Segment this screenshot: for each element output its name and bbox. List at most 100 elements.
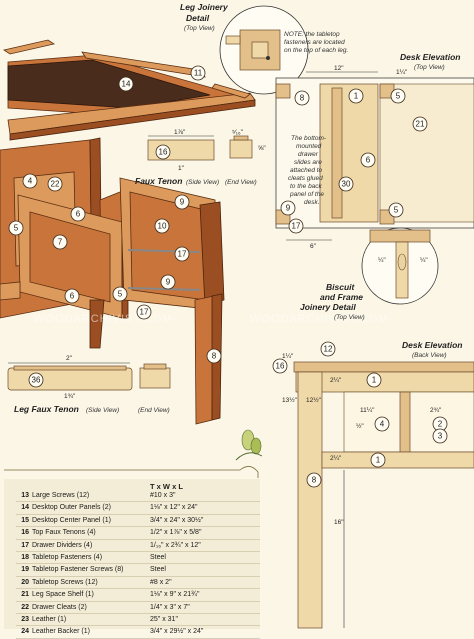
dim-back-2-14b: 2¼" [330, 455, 342, 462]
faux-tenon-end [229, 139, 253, 159]
callout-6a: 6 [70, 206, 86, 222]
leg-joinery-note-2: fasteners are located [284, 39, 345, 46]
desktop-front-edge [9, 99, 256, 141]
callout-21: 21 [412, 116, 428, 132]
svg-text:4: 4 [28, 177, 33, 186]
callout-11: 11 [190, 65, 206, 81]
callout-9a: 9 [174, 194, 190, 210]
leg-faux-tenon-end [139, 367, 171, 389]
leg-mortise [251, 41, 269, 59]
parts-list-panel [4, 479, 260, 629]
drawer-note-8: panel of the [289, 191, 324, 198]
back-divider [399, 391, 411, 453]
biscuit-view: (Top View) [334, 314, 365, 321]
watermark-right: WOODARCHIVIST.COM [250, 313, 389, 325]
shelf-21-top [379, 83, 474, 223]
svg-text:5: 5 [14, 224, 19, 233]
svg-text:30: 30 [342, 180, 351, 189]
leg-joinery-title2: Detail [186, 13, 210, 23]
callout-8a: 8 [206, 348, 222, 364]
callout-36: 36 [28, 372, 44, 388]
dim-back-half: ½" [356, 422, 364, 430]
left-rail-stub [0, 281, 21, 301]
desk-elev-back-view: (Back View) [412, 352, 447, 359]
svg-text:9: 9 [286, 204, 291, 213]
callout-16-back: 16 [272, 358, 288, 374]
desk-elevation-top: Desk Elevation (Top View) 12" 1¼" 6" The… [275, 52, 474, 250]
drawer-note-1: The bottom- [291, 135, 327, 142]
leather-inset [7, 59, 211, 109]
leg-faux-end: (End View) [138, 407, 170, 414]
callout-5b: 5 [112, 286, 128, 302]
svg-text:1: 1 [372, 376, 377, 385]
drawer-note-3: drawer [298, 151, 319, 158]
dim-top-1-14: 1¼" [396, 69, 408, 76]
leg-faux-tenon-side [7, 367, 133, 391]
callout-2-back: 2 [432, 416, 448, 432]
svg-text:8: 8 [212, 352, 217, 361]
back-top-edge [293, 361, 474, 373]
drawer-divider-30 [331, 87, 343, 219]
callout-30: 30 [338, 176, 354, 192]
desk-elev-top-view: (Top View) [414, 64, 445, 71]
callout-16: 16 [155, 144, 171, 160]
dim-lf-2: 2" [66, 355, 73, 362]
svg-text:5: 5 [396, 92, 401, 101]
right-leg-top [199, 201, 225, 307]
svg-text:10: 10 [158, 222, 167, 231]
parts-list-header: T x W x L [150, 482, 183, 491]
callout-8-top: 8 [294, 90, 310, 106]
dim-ft-end-w: ⁵⁄₁₆" [232, 129, 244, 136]
svg-text:11: 11 [194, 69, 203, 78]
svg-text:5: 5 [394, 206, 399, 215]
callout-14: 14 [118, 76, 134, 92]
fastener-screw [266, 56, 270, 60]
callout-17b: 17 [136, 304, 152, 320]
callout-22: 22 [47, 176, 63, 192]
leg-joinery-title: Leg Joinery [180, 2, 229, 12]
biscuit-title: Biscuit [326, 282, 356, 292]
svg-text:16: 16 [276, 362, 285, 371]
svg-text:5: 5 [118, 290, 123, 299]
desk-elev-top-title: Desk Elevation [400, 52, 460, 62]
svg-text:12: 12 [324, 345, 333, 354]
leg-faux-tenon-end-cap [143, 363, 167, 370]
callout-9-top: 9 [280, 200, 296, 216]
dim-bj-a: ¼" [378, 257, 386, 264]
dim-bj-b: ¼" [420, 257, 428, 264]
leg-faux-title: Leg Faux Tenon [14, 404, 79, 414]
svg-text:4: 4 [380, 420, 385, 429]
drawer-note-9: desk. [304, 199, 320, 206]
drawer-slide-lower [127, 287, 201, 291]
leg-joinery-note-3: on the top of each leg. [284, 47, 349, 54]
dim-back-11-14: 11¼" [360, 407, 375, 414]
desk-elev-back-title: Desk Elevation [402, 340, 462, 350]
leg-joinery-note-1: NOTE: the tabletop [284, 31, 340, 38]
svg-text:8: 8 [300, 94, 305, 103]
dim-ft-end-h: ⅝" [258, 145, 266, 152]
dim-ft-1-78: 1⅞" [174, 129, 186, 136]
leg-joinery-view: (Top View) [184, 25, 215, 32]
dim-back-2-34: 2¾" [430, 407, 442, 414]
drawer-note-2: mounted [296, 143, 322, 150]
callout-5-top-b: 5 [388, 202, 404, 218]
svg-text:6: 6 [70, 292, 75, 301]
biscuit-joinery-detail: ¼" ¼" Biscuit and Frame Joinery Detail (… [300, 227, 439, 321]
faux-tenon-detail: 1⅞" 1" ⁵⁄₁₆" ⅝" Faux Tenon (Side View) (… [135, 129, 266, 186]
callout-6-top: 6 [360, 152, 376, 168]
faux-tenon-side: (Side View) [186, 179, 219, 186]
svg-text:17: 17 [140, 308, 149, 317]
callout-17a: 17 [174, 246, 190, 262]
drawer-note-7: to the back [290, 183, 323, 190]
leaf-ornament-icon [4, 429, 263, 478]
